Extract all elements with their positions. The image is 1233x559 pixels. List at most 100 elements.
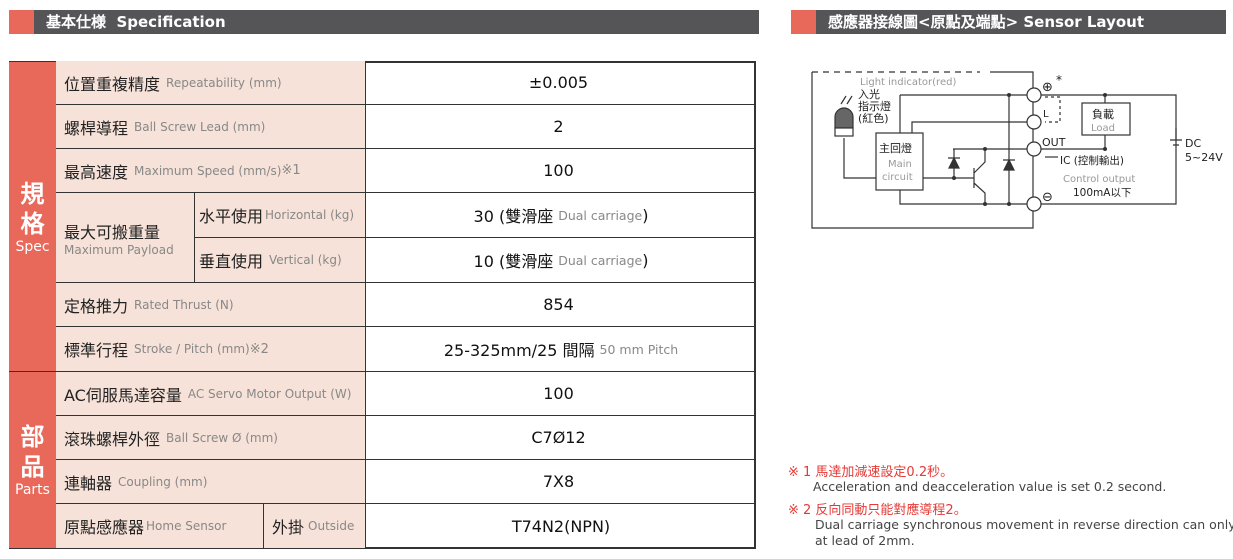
horizontal-value: 30 (雙滑座 xyxy=(473,207,554,226)
spec-row-value: ±0.005 xyxy=(366,61,756,105)
row-label-en: Coupling (mm) xyxy=(118,474,208,489)
sensor-outline xyxy=(811,71,1034,229)
plus-label: ⊕ xyxy=(1042,80,1053,95)
home-sub-zh: 外掛 xyxy=(272,518,305,537)
horizontal-en: Horizontal (kg) xyxy=(265,208,355,222)
minus-label: ⊖ xyxy=(1042,190,1053,205)
light-zh2: 指示燈 xyxy=(858,99,891,113)
row-value: C7Ø12 xyxy=(531,428,586,447)
header-accent xyxy=(791,10,816,34)
control-output-en: Control output xyxy=(1063,174,1135,185)
row-value: 7X8 xyxy=(542,472,575,491)
terminal-l xyxy=(1026,114,1042,130)
row-value: ±0.005 xyxy=(528,73,589,92)
row-footnote-mark: ※1 xyxy=(281,163,301,178)
group-parts-zh1: 部 xyxy=(20,423,45,451)
row-value: 25-325mm/25 間隔 xyxy=(443,341,595,360)
home-sub-en: Outside xyxy=(308,519,355,533)
spec-row-label: 定格推力 Rated Thrust (N) xyxy=(56,283,366,327)
row-label-zh: AC伺服馬達容量 xyxy=(64,385,182,405)
spec-row-label: 連軸器 Coupling (mm) xyxy=(56,460,366,504)
row-label-en: Rated Thrust (N) xyxy=(134,297,234,312)
paren: ) xyxy=(642,205,649,225)
wire-led xyxy=(843,138,876,179)
horizontal-zh: 水平使用 xyxy=(199,207,264,226)
group-spec-zh1: 規 xyxy=(20,179,45,208)
light-arrows-icon xyxy=(840,95,853,105)
terminal-out xyxy=(1026,141,1042,157)
horizontal-value-en: Dual carriage xyxy=(558,207,643,223)
group-spec-en: Spec xyxy=(15,238,50,255)
spec-row-value: 854 xyxy=(366,283,756,327)
note-1-en: Acceleration and deacceleration value is… xyxy=(813,479,1167,494)
row-label-en: AC Servo Motor Output (W) xyxy=(187,386,352,401)
note-2-en2: at lead of 2mm. xyxy=(815,533,915,548)
spec-row-value: 100 xyxy=(366,372,756,416)
control-output-max: 100mA以下 xyxy=(1073,187,1131,199)
spec-header: 基本仕様 Specification xyxy=(9,10,759,34)
row-label-zh: 連軸器 xyxy=(64,473,113,493)
row-value: 2 xyxy=(553,117,564,136)
zener-diodes xyxy=(948,156,1015,171)
row-label-zh: 螺桿導程 xyxy=(64,118,129,138)
payload-zh: 最大可搬重量 xyxy=(64,222,161,242)
payload-en: Maximum Payload xyxy=(64,242,174,257)
dc-label: DC xyxy=(1185,137,1201,150)
load-box xyxy=(1081,102,1131,136)
vertical-value: 10 (雙滑座 xyxy=(473,252,554,271)
dashed-l xyxy=(1045,96,1061,123)
spec-row-label: AC伺服馬達容量 AC Servo Motor Output (W) xyxy=(56,372,366,416)
paren: ) xyxy=(642,250,649,270)
row-value: 100 xyxy=(543,161,574,180)
row-label-zh: 位置重複精度 xyxy=(64,74,161,94)
payload-vertical-label: 垂直使用 Vertical (kg) xyxy=(195,238,366,283)
sensor-wiring-diagram: Light indicator(red) 入光 指示燈 (紅色) ⊕ * L O… xyxy=(811,71,1223,229)
vertical-value-en: Dual carriage xyxy=(558,252,643,268)
spec-row-label: 標準行程 Stroke / Pitch (mm)※2 xyxy=(56,327,366,372)
battery-icon xyxy=(1170,128,1182,146)
vertical-zh: 垂直使用 xyxy=(199,252,264,271)
led-base xyxy=(834,127,854,137)
note-1: ※ 1 馬達加減速設定0.2秒。 xyxy=(788,465,954,480)
row-value-en: 50 mm Pitch xyxy=(599,341,679,357)
header-accent xyxy=(9,10,34,34)
voltage-label: 5~24V xyxy=(1185,151,1223,164)
home-value: T74N2(NPN) xyxy=(511,516,611,536)
load-en: Load xyxy=(1091,123,1115,134)
home-sensor-value: T74N2(NPN) xyxy=(366,504,756,548)
ic-label: IC (控制輸出) xyxy=(1060,154,1124,167)
main-en2: circuit xyxy=(882,172,913,183)
load-zh: 負載 xyxy=(1092,108,1114,121)
vertical-en: Vertical (kg) xyxy=(269,253,342,267)
light-indicator-en: Light indicator(red) xyxy=(860,77,956,88)
light-zh1: 入光 xyxy=(858,87,880,101)
row-label-zh: 標準行程 xyxy=(64,341,129,360)
row-label-en: Stroke / Pitch (mm) xyxy=(134,342,250,356)
spec-row-value: 100 xyxy=(366,149,756,193)
home-en: Home Sensor xyxy=(146,519,227,533)
row-label-zh: 定格推力 xyxy=(64,296,129,316)
out-label: OUT xyxy=(1042,136,1066,149)
row-value: 854 xyxy=(543,295,574,314)
note-2-en1: Dual carriage synchronous movement in re… xyxy=(815,517,1233,532)
row-footnote-mark: ※2 xyxy=(249,341,269,357)
spec-header-en: Specification xyxy=(116,13,226,31)
group-spec-zh2: 格 xyxy=(20,209,45,238)
spec-row-value: C7Ø12 xyxy=(366,416,756,460)
wire-l xyxy=(911,121,1033,133)
star-label: * xyxy=(1056,73,1062,87)
row-label-zh: 最高速度 xyxy=(64,162,129,182)
main-zh: 主回燈 xyxy=(879,141,912,155)
note-2: ※ 2 反向同動只能對應導程2。 xyxy=(788,503,967,518)
home-zh: 原點感應器 xyxy=(64,518,145,537)
